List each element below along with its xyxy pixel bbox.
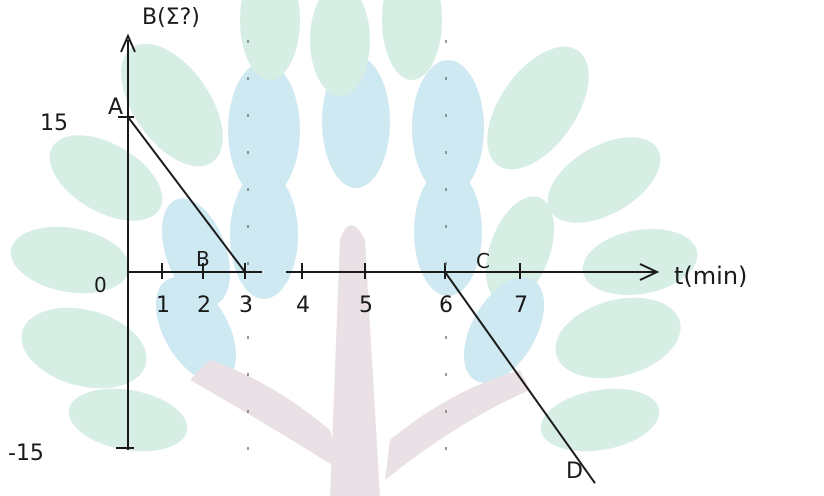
point-label-b: B [196, 247, 210, 271]
branch-left-shape [190, 360, 340, 470]
series-lines [127, 116, 596, 484]
y-axis-label: B(Σ?) [142, 5, 200, 30]
tree-watermark [10, 0, 698, 496]
x-axis-arrow [639, 263, 660, 281]
point-label-d: D [566, 459, 583, 484]
x-axis-label: t(min) [674, 262, 747, 290]
leaf-shape [121, 43, 223, 167]
leaf-shape [230, 171, 298, 299]
leaf-shape [412, 60, 484, 196]
x-tick-label: 6 [439, 293, 453, 318]
segment-ab [127, 116, 246, 273]
leaf-shape [582, 228, 698, 296]
leaf-shape [547, 137, 661, 223]
leaf-shape [228, 62, 300, 198]
point-label-c: C [476, 249, 490, 273]
x-tick-labels: 1 2 3 4 5 6 7 [156, 293, 528, 318]
leaf-shape [485, 196, 555, 304]
y-tick-label: -15 [8, 441, 44, 466]
x-tick-label: 5 [359, 293, 373, 318]
leaf-shape [21, 307, 147, 389]
leaf-shape [555, 297, 681, 379]
x-tick-label: 3 [239, 293, 253, 318]
axes [116, 33, 660, 450]
trunk-shape [330, 225, 380, 496]
x-tick-label: 7 [514, 293, 528, 318]
segment-cd [444, 271, 596, 484]
leaf-shape [414, 168, 482, 296]
y-axis-arrow [120, 33, 136, 53]
leaf-shape [240, 0, 300, 80]
leaf-shape [463, 277, 545, 383]
leaf-shape [49, 135, 163, 221]
leaf-shape [155, 277, 237, 383]
leaf-shape [382, 0, 442, 80]
x-tick-label: 4 [296, 293, 310, 318]
origin-label: 0 [94, 273, 107, 297]
point-label-a: A [108, 95, 123, 120]
leaf-shape [540, 388, 660, 452]
x-tick-label: 2 [197, 293, 211, 318]
leaf-shape [487, 46, 589, 170]
leaf-shape [10, 226, 130, 294]
y-tick-label: 15 [40, 111, 68, 136]
leaf-shape [310, 0, 370, 96]
chart-labels: B(Σ?) t(min) 0 15 -15 A B C D [8, 5, 747, 484]
x-tick-label: 1 [156, 293, 170, 318]
branch-right-shape [385, 370, 530, 480]
